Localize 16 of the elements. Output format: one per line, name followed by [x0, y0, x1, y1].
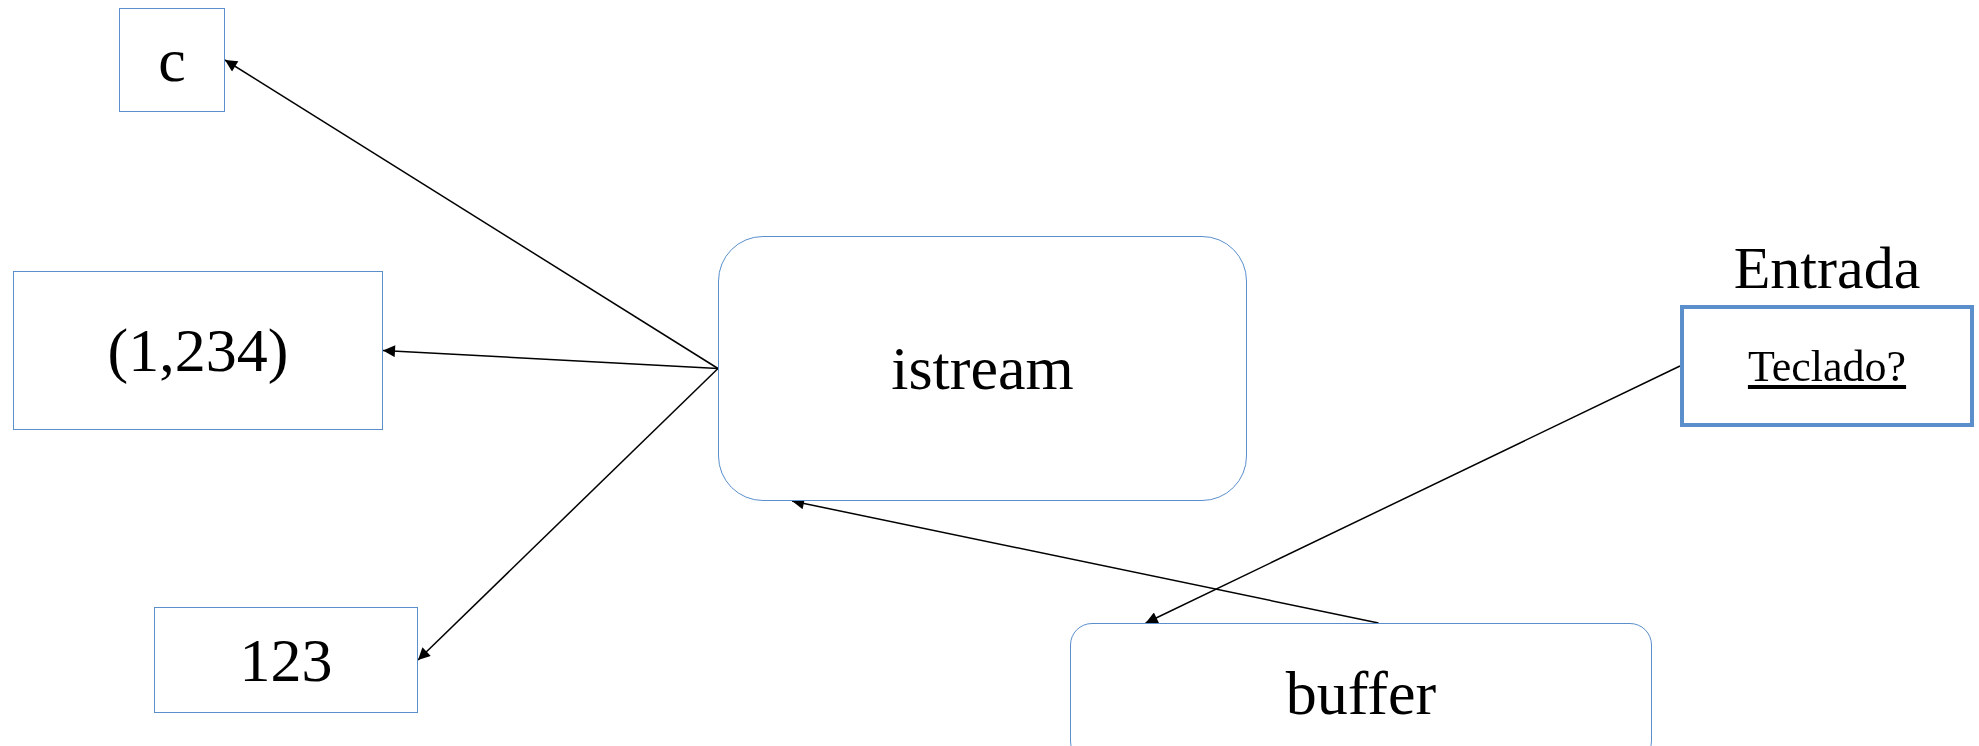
rounded-box — [718, 236, 1247, 501]
process-box — [119, 8, 225, 112]
arrow — [382, 345, 719, 370]
node-label: Teclado? — [1747, 340, 1907, 392]
node-label: istream — [891, 333, 1074, 404]
arrow — [417, 367, 719, 661]
arrow — [224, 59, 719, 370]
process-box — [13, 271, 383, 430]
node-label: (1,234) — [107, 315, 289, 386]
node-label: buffer — [1285, 657, 1437, 729]
node-label: 123 — [239, 624, 333, 696]
process-box — [154, 607, 418, 713]
rounded-box — [1070, 623, 1652, 746]
arrow — [1144, 365, 1681, 624]
node-heading: Entrada — [1733, 234, 1921, 303]
node-label: c — [158, 24, 186, 96]
